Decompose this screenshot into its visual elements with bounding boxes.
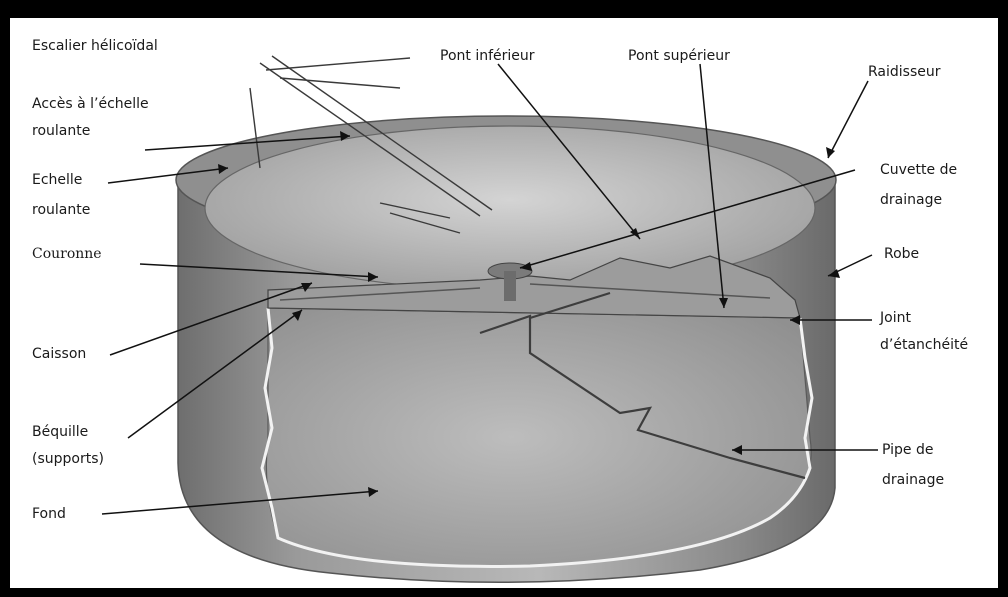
diagram-panel: Escalier hélicoïdal Accès à l’échelle ro… [10, 18, 998, 588]
label-escalier-helicoidal: Escalier hélicoïdal [32, 34, 158, 59]
label-acces-echelle-line1: Accès à l’échelle [32, 92, 149, 117]
label-acces-echelle-line2: roulante [32, 119, 90, 144]
label-bequille-line1: Béquille [32, 420, 88, 445]
label-caisson: Caisson [32, 342, 86, 367]
label-robe: Robe [884, 242, 919, 267]
label-cuvette-line1: Cuvette de [880, 158, 957, 183]
tank-illustration [10, 18, 998, 588]
label-pipe-line1: Pipe de [882, 438, 933, 463]
label-echelle-roulante-line1: Echelle [32, 168, 82, 193]
label-bequille-line2: (supports) [32, 447, 104, 472]
sump-post [504, 271, 516, 301]
label-pipe-line2: drainage [882, 468, 944, 493]
label-pont-superieur: Pont supérieur [628, 44, 730, 69]
label-fond: Fond [32, 502, 66, 527]
label-cuvette-line2: drainage [880, 188, 942, 213]
tank-floor [266, 308, 811, 566]
label-joint-line2: d’étanchéité [880, 333, 968, 358]
label-joint-line1: Joint [880, 306, 911, 331]
label-echelle-roulante-line2: roulante [32, 198, 90, 223]
label-raidisseur: Raidisseur [868, 60, 941, 85]
label-couronne: Couronne [32, 242, 102, 267]
label-pont-inferieur: Pont inférieur [440, 44, 535, 69]
